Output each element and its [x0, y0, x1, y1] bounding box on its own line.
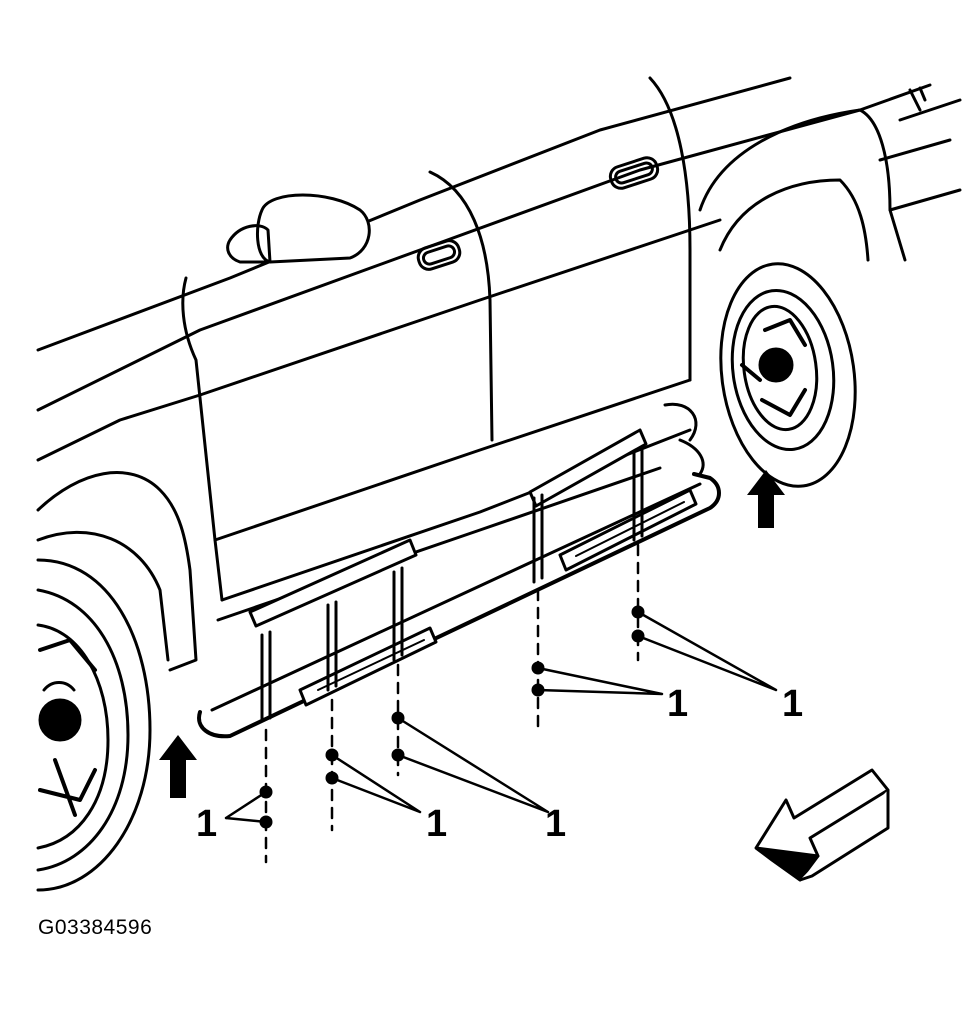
callout-1b: 1 — [426, 803, 447, 845]
bolts — [259, 605, 645, 829]
side-mirror — [226, 193, 371, 264]
figure-id: G03384596 — [38, 916, 153, 939]
door-handles — [416, 156, 660, 271]
callouts: 1 1 1 1 1 — [196, 683, 803, 845]
front-direction-arrow-icon — [754, 768, 890, 882]
callout-1d: 1 — [667, 683, 688, 725]
callout-1c: 1 — [545, 803, 566, 845]
callout-1a: 1 — [196, 803, 217, 845]
rear-wheel — [719, 262, 857, 488]
truck-body — [36, 76, 962, 672]
callout-1e: 1 — [782, 683, 803, 725]
arrow-up-icon — [747, 470, 785, 528]
mounting-brackets — [260, 446, 644, 722]
front-wheel — [36, 558, 152, 892]
leader-lines — [224, 610, 778, 824]
arrow-up-icon — [159, 735, 197, 798]
